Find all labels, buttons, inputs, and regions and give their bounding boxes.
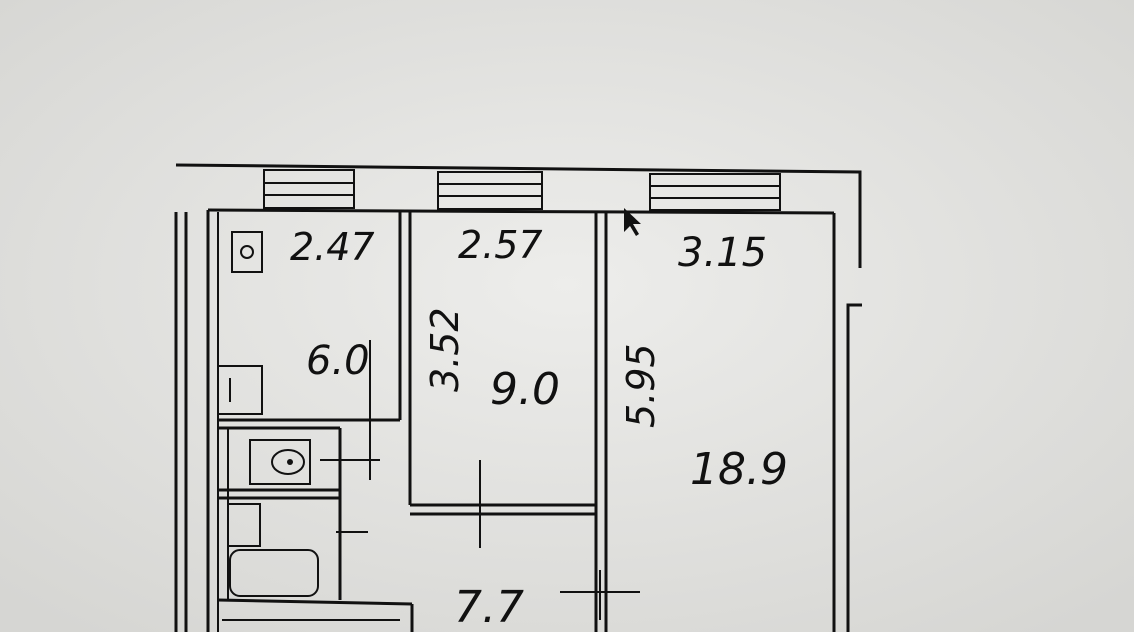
- fixtures: [217, 231, 640, 620]
- sink-icon: [217, 365, 263, 415]
- cursor-icon: [624, 208, 641, 236]
- washbasin-icon: [227, 503, 261, 547]
- stove-icon: [231, 231, 263, 273]
- windows: [263, 169, 781, 211]
- large-room-length: 5.95: [619, 343, 663, 428]
- bathtub-icon: [229, 549, 319, 597]
- outer-walls: [174, 163, 862, 632]
- large-room-width: 3.15: [678, 230, 767, 276]
- kitchen-width: 2.47: [290, 225, 375, 269]
- small-room-length: 3.52: [423, 307, 467, 392]
- interior-walls: [217, 212, 608, 632]
- room-labels: 2.47 6.0 2.57 3.52 9.0 3.15 5.95 18.9 7.…: [290, 223, 788, 632]
- large-room-area: 18.9: [690, 444, 788, 495]
- small-room-area: 9.0: [490, 364, 560, 415]
- kitchen-area: 6.0: [306, 338, 370, 384]
- hallway-area: 7.7: [454, 582, 524, 632]
- small-room-width: 2.57: [458, 223, 543, 267]
- toilet-icon: [249, 439, 311, 485]
